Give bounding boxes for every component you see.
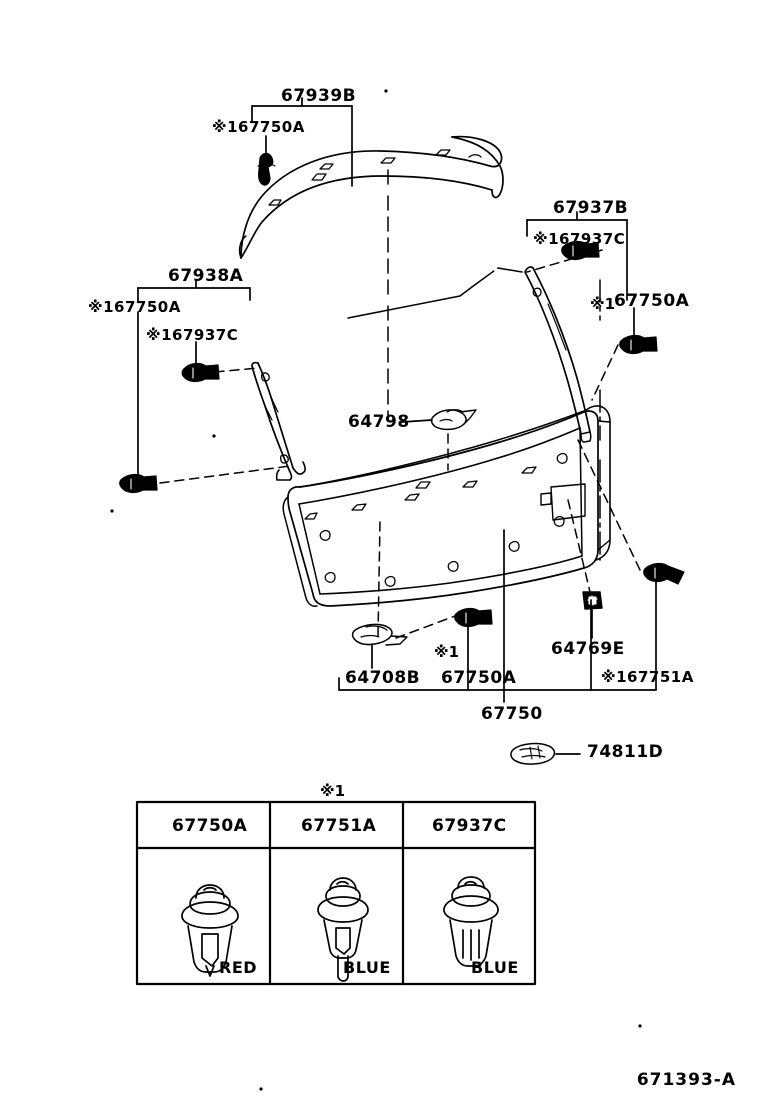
part-64708b-retainer <box>351 623 408 646</box>
legend-color-1: BLUE <box>343 958 391 977</box>
leader-lines-solid <box>137 97 657 755</box>
callout-67750a-bottom: 67750A <box>441 668 517 688</box>
callout-67938a: 67938A <box>168 266 244 286</box>
part-67937b-right-pillar <box>524 266 592 443</box>
callout-67937c-left: ※167937C <box>146 326 239 344</box>
callout-mark-right: ※1 <box>590 295 616 313</box>
leader-lines-dashed <box>159 249 641 639</box>
callout-67750: 67750 <box>481 704 543 724</box>
page-code: 671393-A <box>636 1070 736 1090</box>
clip-67751a-right <box>643 562 685 585</box>
part-67938a-left-pillar <box>251 361 306 481</box>
callout-67937c-right: ※167937C <box>533 230 626 248</box>
legend-clip-67937c <box>443 876 499 967</box>
clip-67750a-top <box>257 152 276 186</box>
callout-67750a-left: ※167750A <box>88 298 181 316</box>
clip-67750a-left <box>119 473 158 494</box>
legend-color-0: RED <box>219 958 258 977</box>
legend-part-number-0: 67750A <box>172 816 248 836</box>
legend-clip-67751a <box>317 877 369 982</box>
legend-part-number-2: 67937C <box>432 816 507 836</box>
part-67750-lower-trim-panel <box>282 405 611 607</box>
callout-67939b: 67939B <box>281 86 357 106</box>
callout-mark-bottom: ※1 <box>434 643 460 661</box>
callout-67750a-top: ※167750A <box>212 118 305 136</box>
callout-74811d: 74811D <box>587 742 664 762</box>
part-67939b-upper-trim <box>238 135 504 259</box>
callout-64798: 64798 <box>348 412 410 432</box>
clip-67937c-left <box>181 362 220 383</box>
callout-67750a-right: 67750A <box>614 291 690 311</box>
legend-clip-67750a <box>181 884 239 977</box>
legend-title: ※1 <box>320 782 346 800</box>
registration-marks <box>110 89 642 1091</box>
callout-64708b: 64708B <box>345 668 421 688</box>
clip-67937c-right <box>561 240 600 261</box>
clip-67750a-right <box>619 334 658 355</box>
part-74811d-clip <box>510 742 556 765</box>
callout-67751a: ※167751A <box>601 668 694 686</box>
callout-67937b: 67937B <box>553 198 629 218</box>
clip-67750a-bottom <box>454 607 493 628</box>
legend-table-frame <box>135 800 537 986</box>
legend-color-2: BLUE <box>471 958 519 977</box>
callout-64769e: 64769E <box>551 639 625 659</box>
legend-part-number-1: 67751A <box>301 816 377 836</box>
part-64798-clip <box>430 409 477 431</box>
centerline-dash-dot <box>347 169 601 561</box>
part-64769e-grommet <box>582 591 603 610</box>
